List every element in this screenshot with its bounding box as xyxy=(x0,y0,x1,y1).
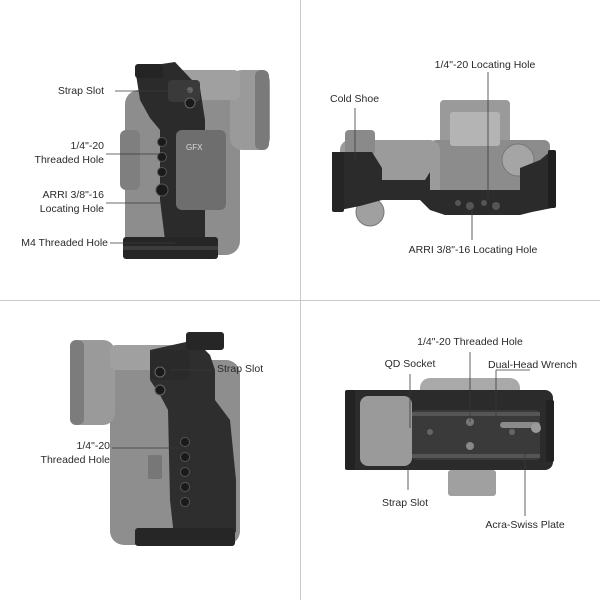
label-acra-swiss-plate: Acra-Swiss Plate xyxy=(485,519,565,531)
camera-cage-side-right-illustration xyxy=(70,332,240,546)
label-m4-threaded-hole: M4 Threaded Hole xyxy=(21,237,108,249)
label-strap-slot: Strap Slot xyxy=(57,85,104,97)
label-locating-hole-top: 1/4"-20 Locating Hole xyxy=(434,59,536,71)
label-threaded-hole-line1: 1/4"-20 xyxy=(70,140,105,152)
label-threaded-hole: 1/4"-20 Threaded Hole xyxy=(417,336,523,348)
panel-top-view: 1/4"-20 Locating Hole Cold Shoe ARRI 3/8… xyxy=(300,0,600,300)
label-threaded-hole-line2: Threaded Hole xyxy=(34,154,104,166)
panel-side-right: Strap Slot 1/4"-20 Threaded Hole xyxy=(0,300,300,600)
camera-cage-top-view-illustration xyxy=(332,72,556,240)
label-cold-shoe: Cold Shoe xyxy=(330,93,380,105)
label-arri-locating-hole: ARRI 3/8"-16 Locating Hole xyxy=(408,244,538,256)
label-arri-line1: ARRI 3/8"-16 xyxy=(42,189,104,201)
label-strap-slot: Strap Slot xyxy=(381,497,429,509)
label-threaded-hole-line1: 1/4"-20 xyxy=(76,440,111,452)
horizontal-divider xyxy=(0,300,600,301)
camera-cage-side-left-illustration: GFX xyxy=(106,62,270,259)
label-arri-line2: Locating Hole xyxy=(39,203,104,215)
label-qd-socket: QD Socket xyxy=(384,358,436,370)
label-threaded-hole-line2: Threaded Hole xyxy=(40,454,110,466)
camera-brand-text: GFX xyxy=(186,143,203,152)
camera-cage-bottom-view-illustration xyxy=(345,352,554,516)
label-dual-head-wrench: Dual-Head Wrench xyxy=(488,359,578,371)
panel-side-left: GFX Strap Slot 1/4"-20 Threaded Hole ARR… xyxy=(0,0,300,300)
panel-bottom-view: 1/4"-20 Threaded Hole QD Socket Dual-Hea… xyxy=(300,300,600,600)
label-strap-slot: Strap Slot xyxy=(217,363,264,375)
